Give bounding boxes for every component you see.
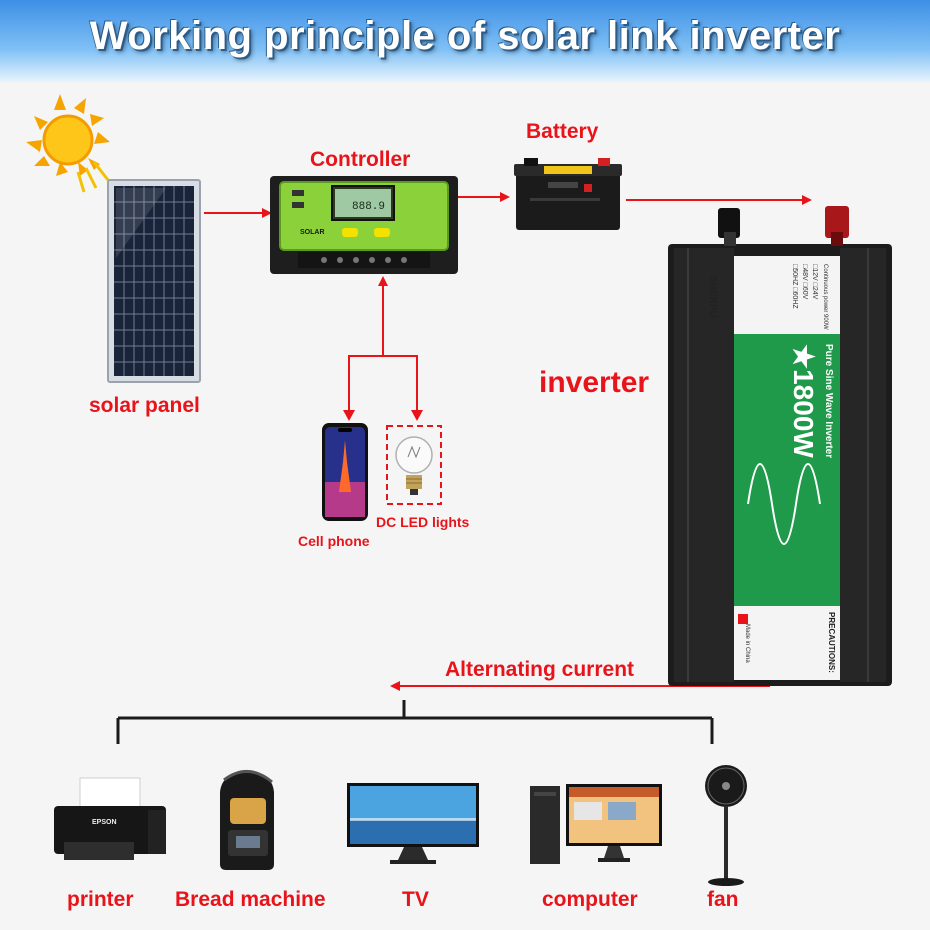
- computer-image: [530, 784, 662, 864]
- bread-machine-image: [220, 770, 274, 870]
- inverter-brand-text: SHENPU: [707, 276, 718, 318]
- title-banner: Working principle of solar link inverter: [0, 0, 930, 82]
- inverter-option-1: □12V □24V: [811, 264, 818, 300]
- solar-panel-image: [107, 179, 201, 383]
- cell-phone-image: [322, 423, 368, 521]
- computer-label: computer: [542, 888, 638, 911]
- controller-brand-text: SOLAR: [300, 229, 325, 236]
- controller-display-text: 888.9: [352, 201, 385, 213]
- alternating-current-label: Alternating current: [445, 658, 635, 681]
- printer-label: printer: [67, 888, 134, 911]
- led-light-image: [386, 425, 442, 505]
- fan-image: [705, 765, 747, 886]
- distribution-bracket: [116, 700, 714, 744]
- page-title: Working principle of solar link inverter: [89, 14, 841, 58]
- inverter-precautions-text: PRECAUTIONS:: [827, 612, 836, 673]
- printer-brand-text: EPSON: [92, 819, 117, 826]
- cell-phone-label: Cell phone: [298, 533, 370, 549]
- sun-icon: [26, 94, 110, 193]
- tv-label: TV: [402, 888, 429, 911]
- controller-image: 888.9 SOLAR: [270, 176, 458, 274]
- printer-image: EPSON: [54, 777, 166, 860]
- bread-machine-label: Bread machine: [175, 888, 326, 911]
- inverter-power-text: ★1800W: [788, 344, 819, 458]
- inverter-label: inverter: [539, 366, 650, 399]
- inverter-option-2: □48V □60V: [801, 264, 808, 300]
- tv-image: [347, 783, 479, 864]
- inverter-origin-text: Made in China: [744, 624, 750, 663]
- battery-label: Battery: [526, 120, 599, 143]
- led-light-label: DC LED lights: [376, 514, 470, 530]
- inverter-heading-text: Pure Sine Wave Inverter: [823, 344, 834, 459]
- fan-label: fan: [707, 888, 739, 911]
- solar-panel-label: solar panel: [89, 394, 200, 417]
- controller-label: Controller: [310, 148, 411, 171]
- battery-image: [514, 158, 622, 230]
- inverter-image: SHENPU Continuous power 900W □12V □24V □…: [668, 204, 892, 686]
- inverter-option-3: □50HZ □60HZ: [791, 264, 798, 309]
- arrow-dc-branch: [348, 355, 418, 418]
